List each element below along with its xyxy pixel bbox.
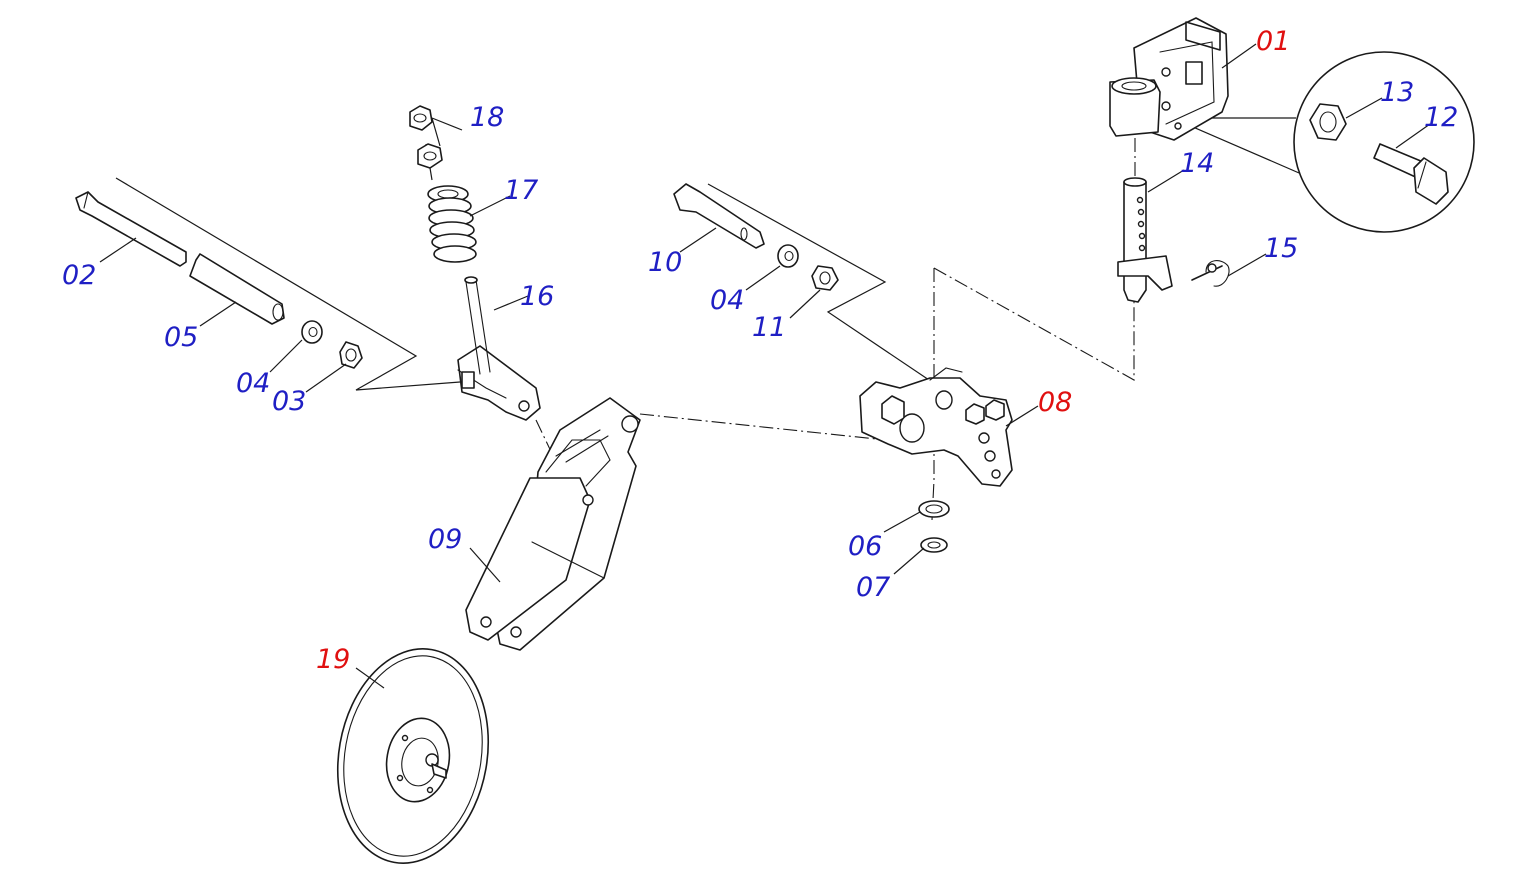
part-16-bracket bbox=[457, 276, 541, 421]
callout-labels: 01 02 03 04 04 05 06 07 08 09 10 11 12 1… bbox=[62, 26, 1458, 675]
callout-13: 13 bbox=[1380, 77, 1414, 108]
part-02-bolt bbox=[75, 191, 187, 267]
assembly-guide-lines bbox=[115, 117, 1307, 521]
callout-17: 17 bbox=[504, 175, 538, 206]
callout-05: 05 bbox=[164, 322, 198, 353]
callout-14: 14 bbox=[1180, 148, 1214, 179]
callout-04-left: 04 bbox=[236, 368, 270, 399]
callout-07: 07 bbox=[856, 572, 890, 603]
callout-leaders bbox=[99, 43, 1431, 689]
part-04-washer-center bbox=[777, 244, 799, 268]
part-10-bolt bbox=[673, 183, 765, 249]
callout-02: 02 bbox=[62, 260, 96, 291]
callout-16: 16 bbox=[520, 281, 554, 312]
callout-10: 10 bbox=[648, 247, 682, 278]
part-11-nut bbox=[811, 265, 839, 291]
callout-04-center: 04 bbox=[710, 285, 744, 316]
callout-19: 19 bbox=[316, 644, 350, 675]
part-15-linch-pin bbox=[1191, 260, 1230, 287]
part-19-disc bbox=[336, 648, 490, 864]
part-07-washer bbox=[920, 537, 948, 553]
callout-18: 18 bbox=[470, 102, 504, 133]
callout-06: 06 bbox=[848, 531, 882, 562]
part-01-frame-clamp bbox=[1109, 17, 1229, 141]
detail-view-12-13 bbox=[1293, 51, 1475, 233]
part-09-arm bbox=[465, 397, 641, 651]
part-05-sleeve bbox=[189, 253, 285, 325]
part-08-pivot-bracket bbox=[859, 367, 1013, 487]
part-14-pin bbox=[1117, 177, 1173, 303]
part-04-washer-left bbox=[301, 320, 323, 344]
part-12-bolt bbox=[1373, 143, 1449, 205]
callout-08: 08 bbox=[1038, 387, 1072, 418]
callout-12: 12 bbox=[1424, 102, 1458, 133]
part-17-spring bbox=[427, 185, 477, 263]
callout-01: 01 bbox=[1256, 26, 1290, 57]
callout-11: 11 bbox=[752, 312, 786, 343]
part-03-nut bbox=[339, 341, 363, 369]
callout-09: 09 bbox=[428, 524, 462, 555]
part-06-washer bbox=[918, 500, 950, 518]
callout-03: 03 bbox=[272, 386, 306, 417]
callout-15: 15 bbox=[1264, 233, 1298, 264]
part-18-nuts bbox=[409, 105, 443, 169]
part-13-nut bbox=[1309, 103, 1347, 141]
